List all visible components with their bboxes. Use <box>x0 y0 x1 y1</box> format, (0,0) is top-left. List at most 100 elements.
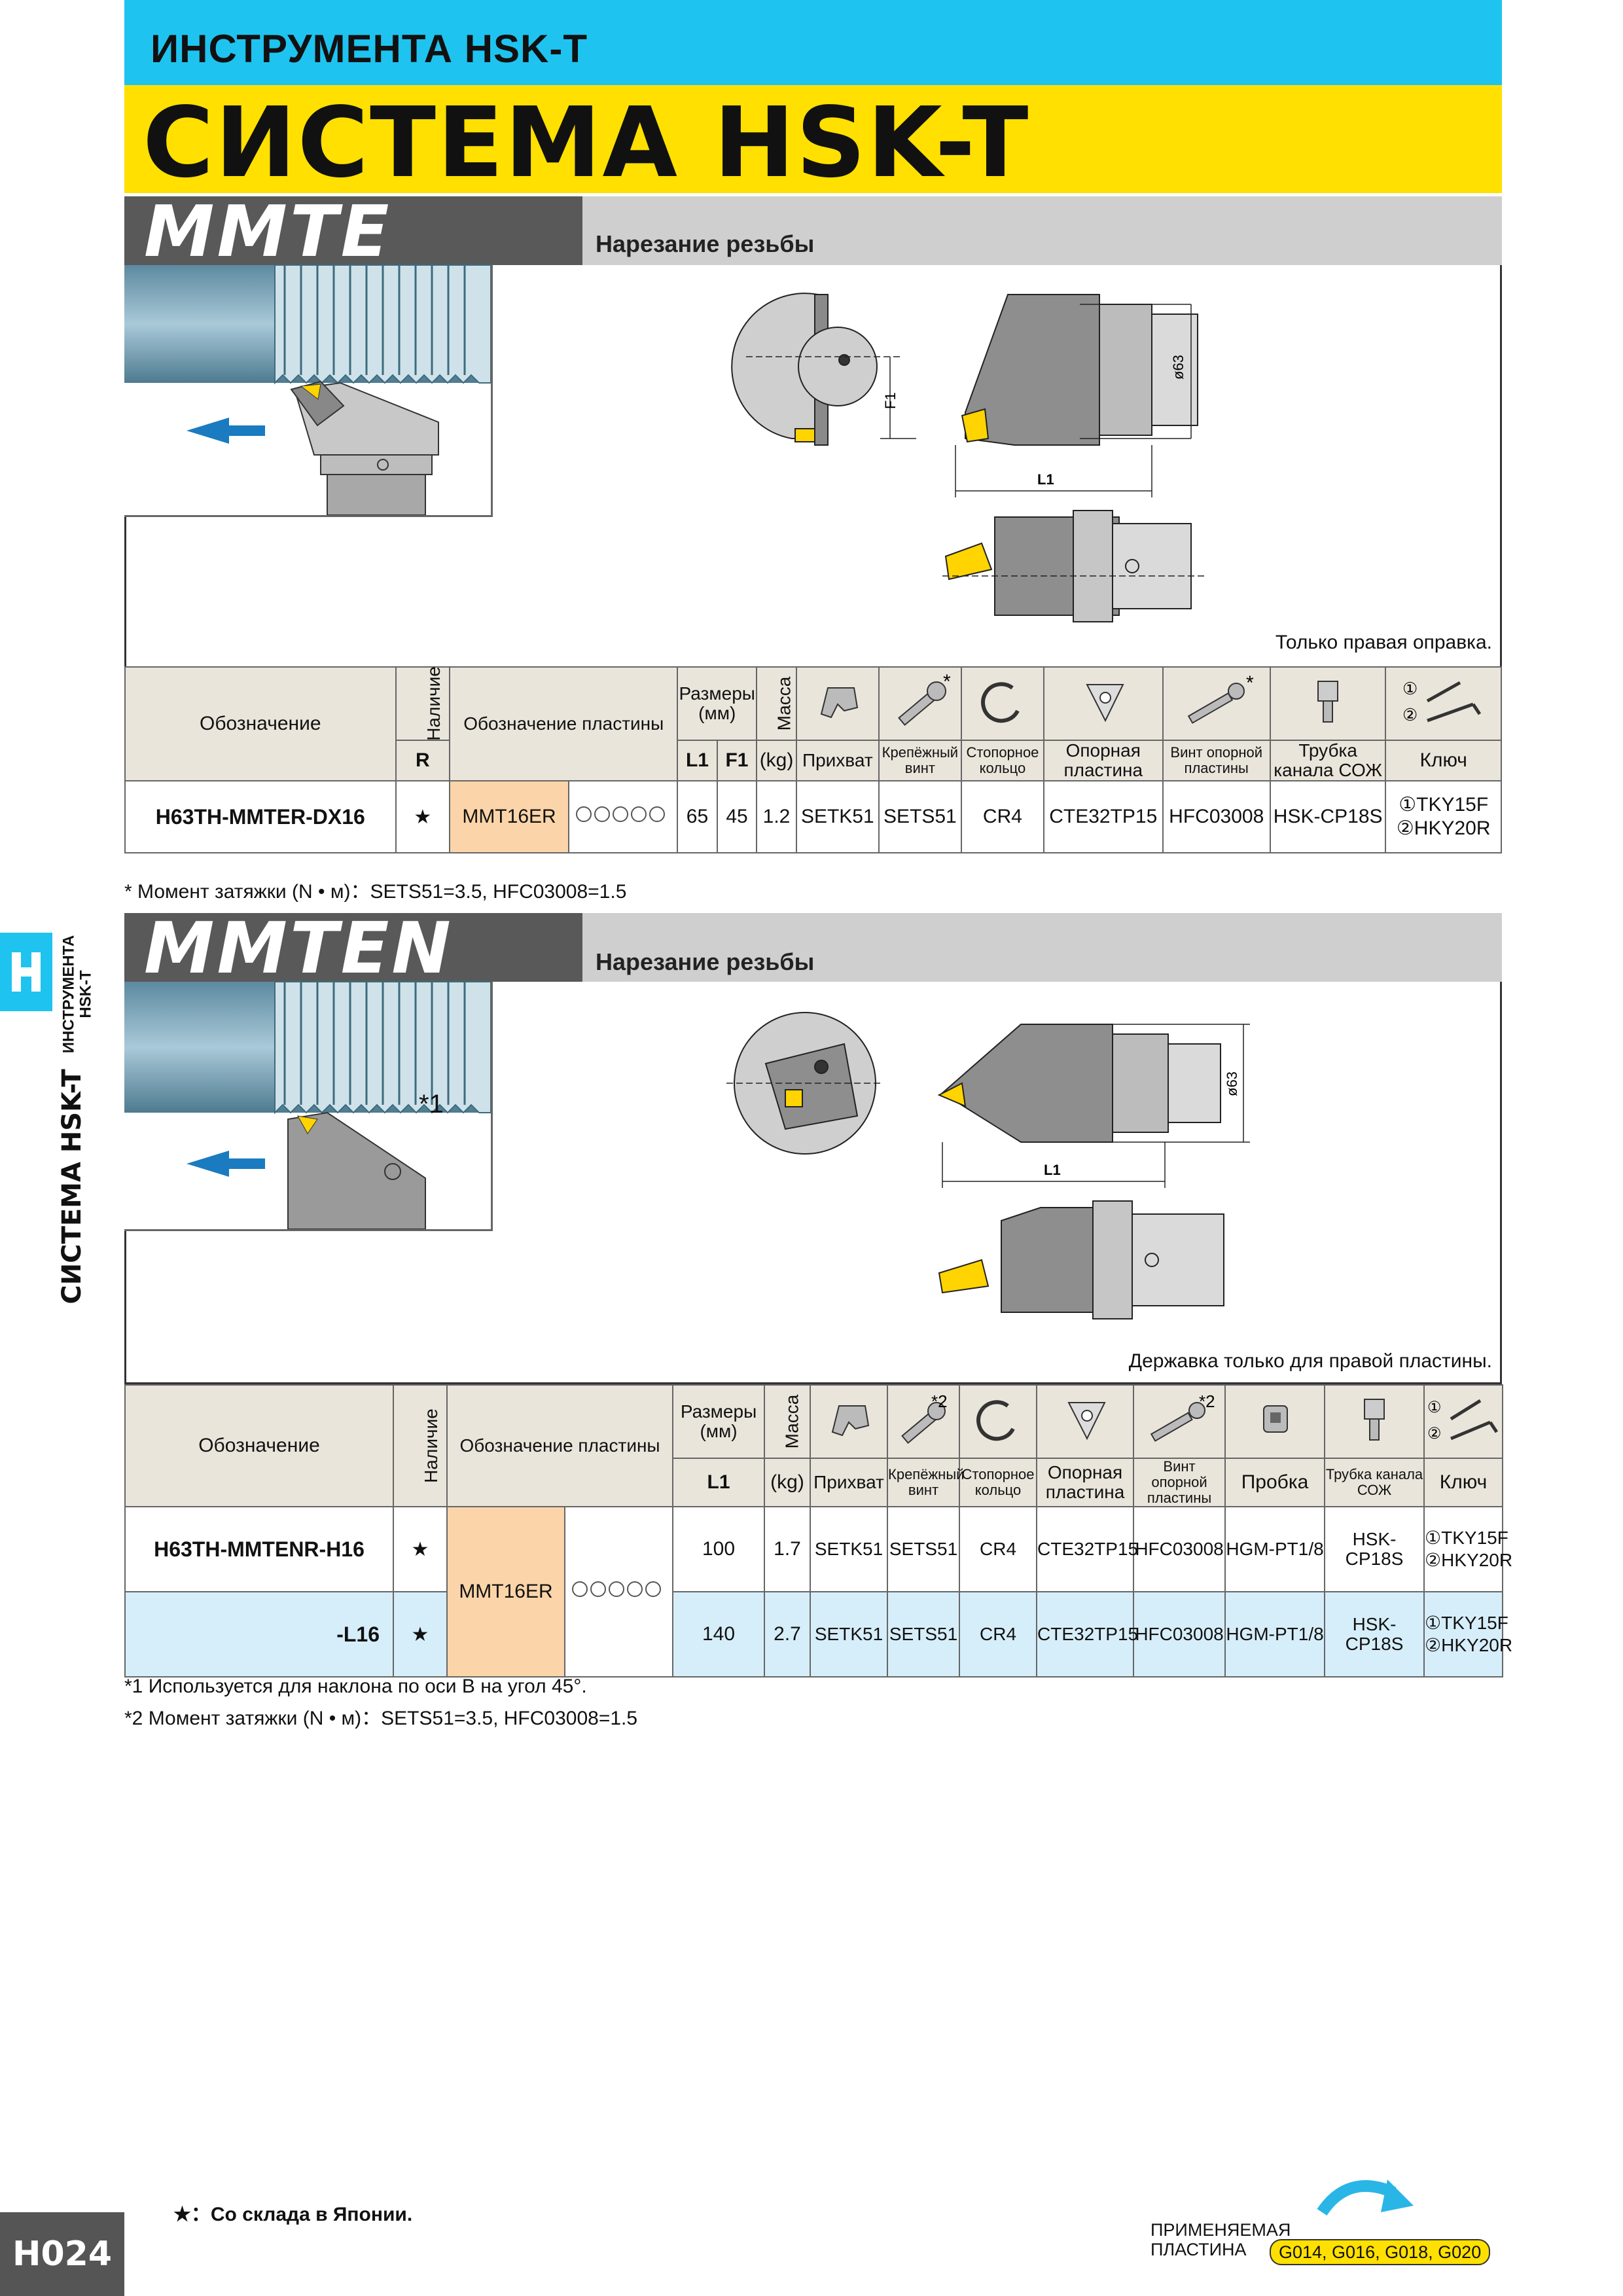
mmte-h-clamp: Прихват <box>795 740 880 781</box>
mmte-application-image <box>124 264 491 516</box>
side-logo <box>0 933 52 1011</box>
mmten-r0-mass: 1.7 <box>764 1506 812 1592</box>
mmten-application-image <box>124 981 491 1230</box>
mmten-grade-icons <box>563 1506 674 1677</box>
mmte-dim-l1: L1 <box>1037 471 1054 488</box>
mmte-ring-icon <box>960 666 1044 741</box>
mmte-dim-f1: F1 <box>882 392 899 409</box>
mmte-image-divider <box>491 265 493 515</box>
header-band: ИНСТРУМЕНТА HSK-T <box>124 0 1502 85</box>
mmten-r0-plug: HGM-PT1/8 <box>1224 1506 1326 1592</box>
mmten-screw-icon: *2 <box>887 1384 961 1459</box>
mmte-dim-d: ø63 <box>1170 355 1186 380</box>
mmten-h-shim: Опорная пластина <box>1036 1458 1135 1507</box>
mmte-h-pipe: Трубка канала СОЖ <box>1269 740 1387 781</box>
section-mmten-title: MMTEN <box>144 908 454 990</box>
mmten-h-plug: Пробка <box>1224 1458 1326 1507</box>
mmten-r1-stock: ★ <box>393 1591 448 1677</box>
mmten-h-insert: Обозначение пластины <box>446 1384 674 1507</box>
mmten-shim-screw-icon: *2 <box>1133 1384 1226 1459</box>
mmte-r0-designation: H63TH-MMTER-DX16 <box>124 780 397 853</box>
mmte-pipe-icon <box>1269 666 1387 741</box>
mmte-h-l1: L1 <box>677 740 718 781</box>
mmten-h-clamp: Прихват <box>810 1458 889 1507</box>
mmten-image-divider <box>491 982 493 1229</box>
mmte-h-screw: Крепёжный винт <box>878 740 962 781</box>
mmte-r0-f1: 45 <box>716 780 758 853</box>
mmte-h-mass-unit: (kg) <box>756 740 797 781</box>
mmte-r0-mass: 1.2 <box>756 780 797 853</box>
mmten-r0-screw: SETS51 <box>887 1506 961 1592</box>
mmte-h-shim-screw: Винт опорной пластины <box>1162 740 1271 781</box>
svg-text:*: * <box>1246 672 1254 694</box>
section-mmten-subtitle: Нарезание резьбы <box>596 948 815 975</box>
mmte-h-stock: Наличие <box>395 666 451 741</box>
mmten-h-l1: L1 <box>672 1458 766 1507</box>
mmten-r1-designation: -L16 <box>124 1591 394 1677</box>
mmte-h-key: Ключ <box>1385 740 1502 781</box>
mmten-ring-icon <box>959 1384 1038 1459</box>
mmten-r1-plug: HGM-PT1/8 <box>1224 1591 1326 1677</box>
mmte-h-shim: Опорная пластина <box>1043 740 1164 781</box>
mmte-r0-screw: SETS51 <box>878 780 962 853</box>
mmte-h-dims: Размеры (мм) <box>677 666 758 741</box>
section-mmte-title-bar: MMTE <box>124 191 582 273</box>
applicable-label: ПРИМЕНЯЕМАЯ ПЛАСТИНА <box>1150 2220 1291 2259</box>
stock-legend: ★：Со склада в Японии. <box>173 2204 413 2225</box>
page-title: СИСТЕМА HSK-T <box>143 86 1030 199</box>
mmten-dim-d: ø63 <box>1224 1071 1240 1096</box>
mmten-spec-table: Обозначение Наличие Обозначение пластины… <box>124 1384 1512 1677</box>
section-mmten-title-bar: MMTEN <box>124 908 582 990</box>
mmten-shim-icon <box>1036 1384 1135 1459</box>
mmten-technical-drawing: ø63 L1 <box>726 1012 1250 1319</box>
mmten-h-ring: Стопорное кольцо <box>959 1458 1038 1507</box>
svg-text:*2: *2 <box>1199 1391 1215 1411</box>
mmten-h-shim-screw: Винт опорной пластины <box>1133 1458 1226 1507</box>
mmten-mark: *1 <box>419 1090 444 1119</box>
mmte-h-ring: Стопорное кольцо <box>960 740 1044 781</box>
mmten-r1-screw: SETS51 <box>887 1591 961 1677</box>
mmten-h-mass-unit: (kg) <box>764 1458 812 1507</box>
mmte-r0-clamp: SETK51 <box>795 780 880 853</box>
mmte-h-f1: F1 <box>716 740 758 781</box>
mmten-r1-clamp: SETK51 <box>810 1591 889 1677</box>
applicable-label-1: ПРИМЕНЯЕМАЯ <box>1150 2220 1291 2240</box>
table-row: H63TH-MMTER-DX16 ★ MMT16ER 65 45 1.2 SET… <box>124 780 1502 853</box>
applicable-pages-link[interactable]: G014, G016, G018, G020 <box>1270 2239 1491 2265</box>
mmte-h-designation: Обозначение <box>124 666 397 781</box>
section-mmten-subtitle-bar: Нарезание резьбы <box>582 913 1502 982</box>
applicable-label-2: ПЛАСТИНА <box>1150 2240 1247 2259</box>
mmte-clamp-icon <box>795 666 880 741</box>
section-mmte-subtitle-bar: Нарезание резьбы <box>582 196 1502 265</box>
mmten-h-key: Ключ <box>1423 1458 1504 1507</box>
mmten-footnote-1: *1 Используется для наклона по оси B на … <box>124 1676 587 1697</box>
mmten-r1-shim-screw: HFC03008 <box>1133 1591 1226 1677</box>
mmten-r0-l1: 100 <box>672 1506 766 1592</box>
mmten-r0-pipe: HSK-CP18S <box>1324 1506 1425 1592</box>
mmten-footnote-2: *2 Момент затяжки (N • м)：SETS51=3.5, HF… <box>124 1708 638 1729</box>
mmten-h-dims: Размеры (мм) <box>672 1384 766 1459</box>
mmten-r1-shim: CTE32TP15 <box>1036 1591 1138 1677</box>
mmten-r0-shim-screw: HFC03008 <box>1133 1506 1226 1592</box>
mmte-r0-ring: CR4 <box>960 780 1044 853</box>
mmte-r0-pipe: HSK-CP18S <box>1269 780 1387 853</box>
curved-arrow-icon <box>1317 2179 1414 2216</box>
mmten-r1-pipe: HSK-CP18S <box>1324 1591 1425 1677</box>
mmten-r1-mass: 2.7 <box>764 1591 812 1677</box>
mmte-r0-shim-screw: HFC03008 <box>1162 780 1271 853</box>
title-band: СИСТЕМА HSK-T <box>124 85 1502 199</box>
mmte-technical-drawing: F1 ø63 L1 <box>731 293 1204 622</box>
table-row: -L16 ★ 140 2.7 SETK51 SETS51 CR4 CTE32TP… <box>124 1591 1512 1677</box>
mmten-plug-icon <box>1224 1384 1326 1459</box>
mmte-h-insert: Обозначение пластины <box>449 666 679 781</box>
mmten-image-bottom <box>124 1229 493 1231</box>
mmte-h-stock-r: R <box>395 740 451 781</box>
mmten-r0-shim: CTE32TP15 <box>1036 1506 1138 1592</box>
mmten-r1-l1: 140 <box>672 1591 766 1677</box>
section-mmte-title: MMTE <box>144 191 392 273</box>
side-small-label: ИНСТРУМЕНТА HSK-T <box>55 926 101 1053</box>
